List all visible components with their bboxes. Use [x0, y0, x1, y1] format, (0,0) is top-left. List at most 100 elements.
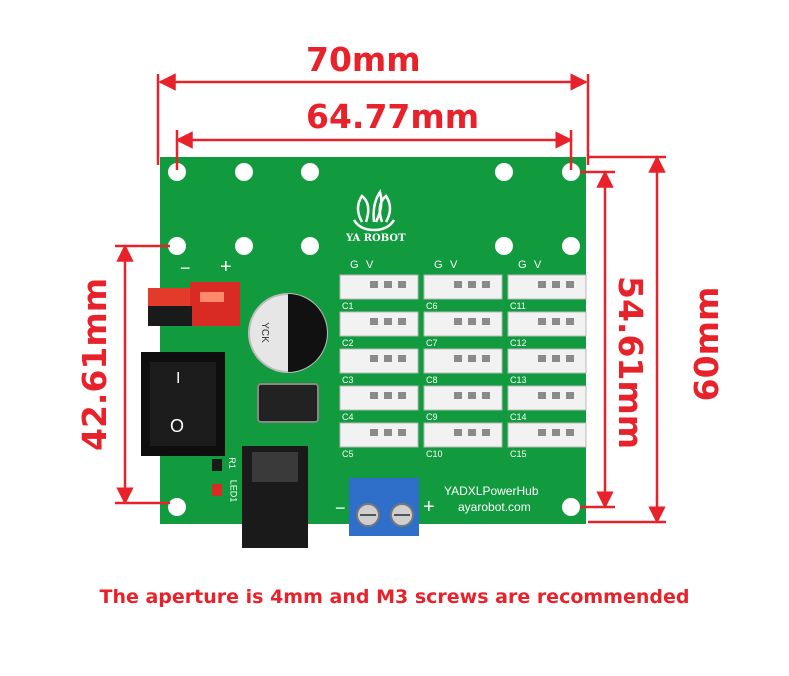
connector-pin — [454, 429, 462, 436]
column-header-v: V — [366, 259, 374, 271]
inductor — [257, 383, 319, 423]
connector-label-c7: C7 — [426, 338, 438, 348]
connector-pin — [370, 392, 378, 399]
connector-pin — [566, 318, 574, 325]
power-jumper — [148, 282, 240, 326]
dim-height-holes-right: 54.61mm — [611, 276, 650, 450]
connector-pin — [482, 429, 490, 436]
connector-c3 — [339, 348, 419, 374]
connector-label-c3: C3 — [342, 375, 354, 385]
connector-pin — [454, 318, 462, 325]
ya-robot-logo — [352, 189, 396, 232]
connector-pin — [398, 392, 406, 399]
connector-pin — [482, 281, 490, 288]
hole-top-left — [168, 163, 186, 181]
connector-c12 — [507, 311, 587, 337]
dim-width-outer: 70mm — [306, 40, 421, 79]
hole-bottom-right — [562, 498, 580, 516]
connector-pin — [552, 392, 560, 399]
connector-label-c9: C9 — [426, 412, 438, 422]
polarity-minus-bottom: − — [335, 498, 346, 518]
connector-pin — [370, 429, 378, 436]
connector-c2 — [339, 311, 419, 337]
polarity-plus-top: + — [220, 256, 232, 278]
connector-pin — [384, 429, 392, 436]
connector-pin — [538, 318, 546, 325]
connector-pin — [468, 429, 476, 436]
connector-c5 — [339, 422, 419, 448]
connector-pin — [468, 392, 476, 399]
dim-height-outer: 60mm — [687, 286, 726, 402]
servo-connector-grid — [339, 274, 587, 448]
connector-pin — [384, 392, 392, 399]
connector-c10 — [423, 422, 503, 448]
connector-pin — [552, 429, 560, 436]
screw-terminal — [349, 478, 419, 536]
capacitor — [248, 293, 328, 373]
connector-c8 — [423, 348, 503, 374]
dim-height-holes-left: 42.61mm — [75, 277, 114, 451]
dc-jack — [242, 446, 308, 548]
connector-label-c5: C5 — [342, 449, 354, 459]
connector-pin — [552, 281, 560, 288]
connector-pin — [454, 392, 462, 399]
connector-pin — [566, 281, 574, 288]
connector-label-c10: C10 — [426, 449, 443, 459]
mounting-holes — [168, 163, 580, 516]
column-header-g: G — [350, 259, 359, 271]
dimension-lines — [115, 73, 666, 524]
polarity-plus-bottom: + — [423, 496, 435, 518]
led-1 — [212, 484, 222, 496]
connector-pin — [468, 318, 476, 325]
connector-pin — [468, 355, 476, 362]
connector-pin — [398, 281, 406, 288]
connector-c6 — [423, 274, 503, 300]
connector-label-c4: C4 — [342, 412, 354, 422]
connector-c1 — [339, 274, 419, 300]
rocker-switch — [141, 352, 225, 456]
connector-pin — [384, 355, 392, 362]
connector-pin — [566, 429, 574, 436]
connector-pin — [398, 429, 406, 436]
column-header-v: V — [534, 259, 542, 271]
connector-pin — [566, 355, 574, 362]
connector-pin — [454, 281, 462, 288]
connector-pin — [538, 429, 546, 436]
capacitor-label: YCK — [258, 322, 270, 343]
polarity-minus-top: − — [180, 258, 191, 278]
caption: The aperture is 4mm and M3 screws are re… — [99, 586, 690, 608]
connector-label-c15: C15 — [510, 449, 527, 459]
hole-top-right — [562, 163, 580, 181]
connector-c15 — [507, 422, 587, 448]
connector-pin — [384, 318, 392, 325]
column-header-g: G — [434, 259, 443, 271]
connector-label-c8: C8 — [426, 375, 438, 385]
connector-c4 — [339, 385, 419, 411]
connector-pin — [538, 355, 546, 362]
connector-label-c14: C14 — [510, 412, 527, 422]
connector-label-c6: C6 — [426, 301, 438, 311]
connector-pin — [552, 318, 560, 325]
connector-pin — [398, 355, 406, 362]
connector-label-c12: C12 — [510, 338, 527, 348]
connector-pin — [454, 355, 462, 362]
column-header-g: G — [518, 259, 527, 271]
connector-pin — [538, 392, 546, 399]
logo-text: YA ROBOT — [346, 233, 406, 244]
connector-label-c2: C2 — [342, 338, 354, 348]
connector-c11 — [507, 274, 587, 300]
connector-label-c13: C13 — [510, 375, 527, 385]
connector-pin — [552, 355, 560, 362]
connector-c13 — [507, 348, 587, 374]
resistor-r1 — [212, 459, 222, 471]
connector-pin — [566, 392, 574, 399]
connector-label-c11: C11 — [510, 301, 526, 311]
connector-pin — [538, 281, 546, 288]
connector-pin — [482, 355, 490, 362]
connector-pin — [370, 281, 378, 288]
led-label: LED1 — [228, 479, 239, 503]
connector-pin — [468, 281, 476, 288]
connector-pin — [370, 355, 378, 362]
connector-c7 — [423, 311, 503, 337]
